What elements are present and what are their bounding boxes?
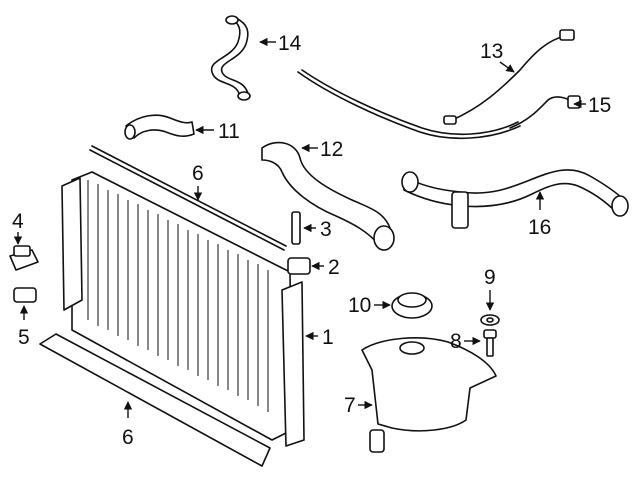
callout-5-label: 5 [18, 326, 30, 349]
part-7-expansion-tank [361, 337, 497, 453]
callout-16-label: 16 [528, 216, 551, 239]
callout-3-label: 3 [320, 218, 332, 241]
part-15-hose [509, 95, 581, 129]
callout-9-label: 9 [484, 266, 496, 289]
part-1-radiator [61, 171, 305, 447]
callout-1-label: 1 [322, 326, 334, 349]
callout-14-label: 14 [278, 32, 302, 55]
part-3-pin [291, 211, 301, 245]
callout-10-label: 10 [348, 294, 371, 317]
coolant-line [297, 69, 521, 139]
part-5-clip [13, 287, 37, 303]
callouts: 1 2 3 4 5 6 6 7 8 9 10 11 12 [12, 32, 611, 449]
callout-4-label: 4 [12, 210, 24, 233]
part-2-bushing [287, 257, 311, 275]
callout-12-label: 12 [320, 138, 343, 161]
callout-8-label: 8 [450, 330, 462, 353]
part-12-large-hose [261, 141, 395, 251]
part-14-upper-hose [210, 15, 251, 101]
callout-2-label: 2 [328, 256, 340, 279]
part-11-hose [124, 114, 195, 140]
callout-15-label: 15 [588, 94, 611, 117]
part-10-cap [391, 292, 433, 319]
part-6-upper-seal [89, 145, 287, 251]
callout-11-label: 11 [218, 120, 240, 143]
callout-13-label: 13 [480, 40, 503, 63]
part-4-bracket [9, 245, 39, 271]
callout-6-upper-label: 6 [192, 162, 204, 185]
part-13-sensor-wire [443, 29, 575, 125]
callout-7-label: 7 [344, 394, 356, 417]
part-16-hose-assembly [401, 169, 629, 229]
callout-6-lower-label: 6 [122, 426, 134, 449]
part-8-bolt [483, 329, 497, 357]
part-6-lower-deflector [39, 333, 271, 467]
part-9-washer [480, 314, 500, 326]
